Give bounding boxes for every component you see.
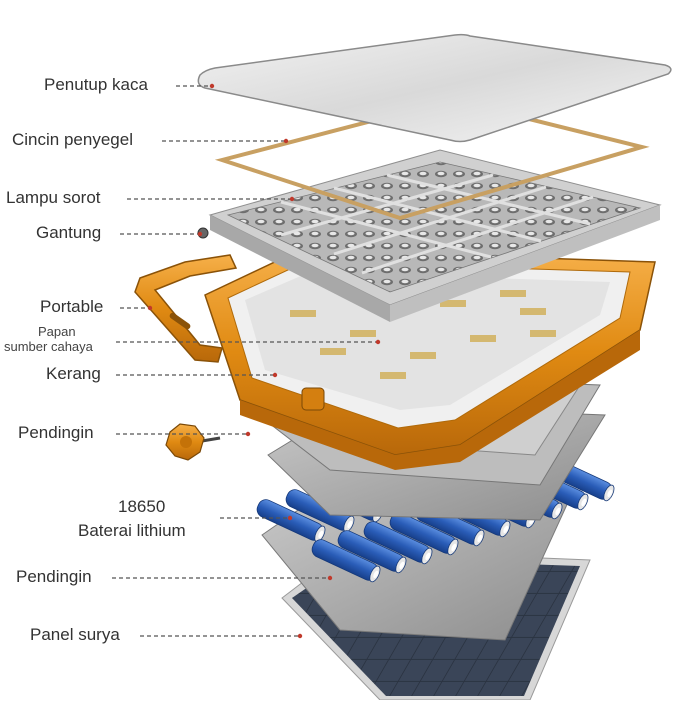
label-hanging: Gantung <box>36 223 102 242</box>
label-seal-ring: Cincin penyegel <box>12 130 133 149</box>
battery-cell <box>363 521 433 565</box>
label-battery-line1: 18650 <box>118 497 166 516</box>
cooling-knob <box>165 423 221 461</box>
leader-lines <box>112 83 381 639</box>
orange-shell <box>204 249 656 470</box>
label-glass-cover: Penutup kaca <box>44 75 148 94</box>
leader-dot-shell <box>272 372 278 378</box>
battery-cell <box>389 512 459 556</box>
leader-dot-cooler-upper <box>245 431 251 437</box>
label-spotlight: Lampu sorot <box>6 188 101 207</box>
label-light-board-line1: Papan <box>38 324 76 339</box>
leader-dot-light-board <box>375 339 381 345</box>
label-shell: Kerang <box>46 364 101 383</box>
glass-cover <box>197 33 672 143</box>
leader-dot-battery <box>287 515 293 521</box>
battery-cell <box>311 539 381 583</box>
label-portable: Portable <box>40 297 104 316</box>
leader-dot-spotlight <box>289 196 295 202</box>
label-cooler-lower: Pendingin <box>16 567 92 586</box>
battery-cell <box>337 530 407 574</box>
label-battery-line2: Baterai lithium <box>78 521 186 540</box>
leader-dot-hanging <box>197 231 203 237</box>
leader-dot-seal-ring <box>283 138 289 144</box>
leader-dot-portable <box>147 305 153 311</box>
leader-dot-solar-panel <box>297 633 303 639</box>
label-light-board-line2: sumber cahaya <box>4 339 93 354</box>
leader-dot-cooler-lower <box>327 575 333 581</box>
label-cooler-upper: Pendingin <box>18 423 94 442</box>
leader-dot-glass-cover <box>209 83 215 89</box>
label-solar-panel: Panel surya <box>30 625 120 644</box>
portable-handle <box>134 254 238 363</box>
